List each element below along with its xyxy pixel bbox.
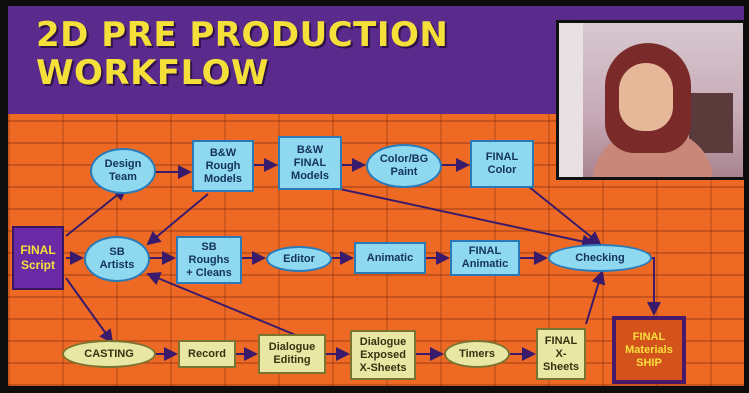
node-final-script: FINAL Script: [12, 226, 64, 290]
presentation-slide: 2D PRE PRODUCTION WORKFLOW: [8, 6, 744, 386]
node-timers: Timers: [444, 340, 510, 368]
node-bw-rough-models: B&W Rough Models: [192, 140, 254, 192]
node-sb-roughs-cleans: SB Roughs + Cleans: [176, 236, 242, 284]
webcam-feed: [556, 20, 744, 180]
flow-arrows: [65, 158, 661, 361]
node-final-color: FINAL Color: [470, 140, 534, 188]
arrow-bwrough-sb: [146, 193, 209, 246]
node-checking: Checking: [548, 244, 652, 272]
presenter-face: [619, 63, 673, 131]
node-sb-artists: SB Artists: [84, 236, 150, 282]
arrow-checking-ship: [647, 257, 661, 316]
node-final-materials-ship: FINAL Materials SHIP: [612, 316, 686, 384]
webcam-door: [559, 23, 583, 177]
node-final-animatic: FINAL Animatic: [450, 240, 520, 276]
arrow-script-design: [65, 186, 128, 237]
node-casting: CASTING: [62, 340, 156, 368]
arrow-finalx-checking: [585, 270, 606, 325]
slide-title: 2D PRE PRODUCTION WORKFLOW: [36, 16, 448, 92]
node-dialogue-editing: Dialogue Editing: [258, 334, 326, 374]
node-animatic: Animatic: [354, 242, 426, 274]
node-record: Record: [178, 340, 236, 368]
node-final-xsheets: FINAL X- Sheets: [536, 328, 586, 380]
node-color-bg-paint: Color/BG Paint: [366, 144, 442, 188]
title-line-2: WORKFLOW: [36, 53, 270, 93]
arrow-bwfinal-checking: [325, 185, 596, 249]
arrow-dialogue-sb: [146, 272, 299, 337]
node-bw-final-models: B&W FINAL Models: [278, 136, 342, 190]
node-editor: Editor: [266, 246, 332, 272]
arrow-script-casting: [65, 277, 114, 344]
node-design-team: Design Team: [90, 148, 156, 194]
arrow-finalcolor-checking: [527, 185, 602, 246]
title-line-1: 2D PRE PRODUCTION: [36, 15, 449, 55]
node-dialogue-exposed-xsheets: Dialogue Exposed X-Sheets: [350, 330, 416, 380]
